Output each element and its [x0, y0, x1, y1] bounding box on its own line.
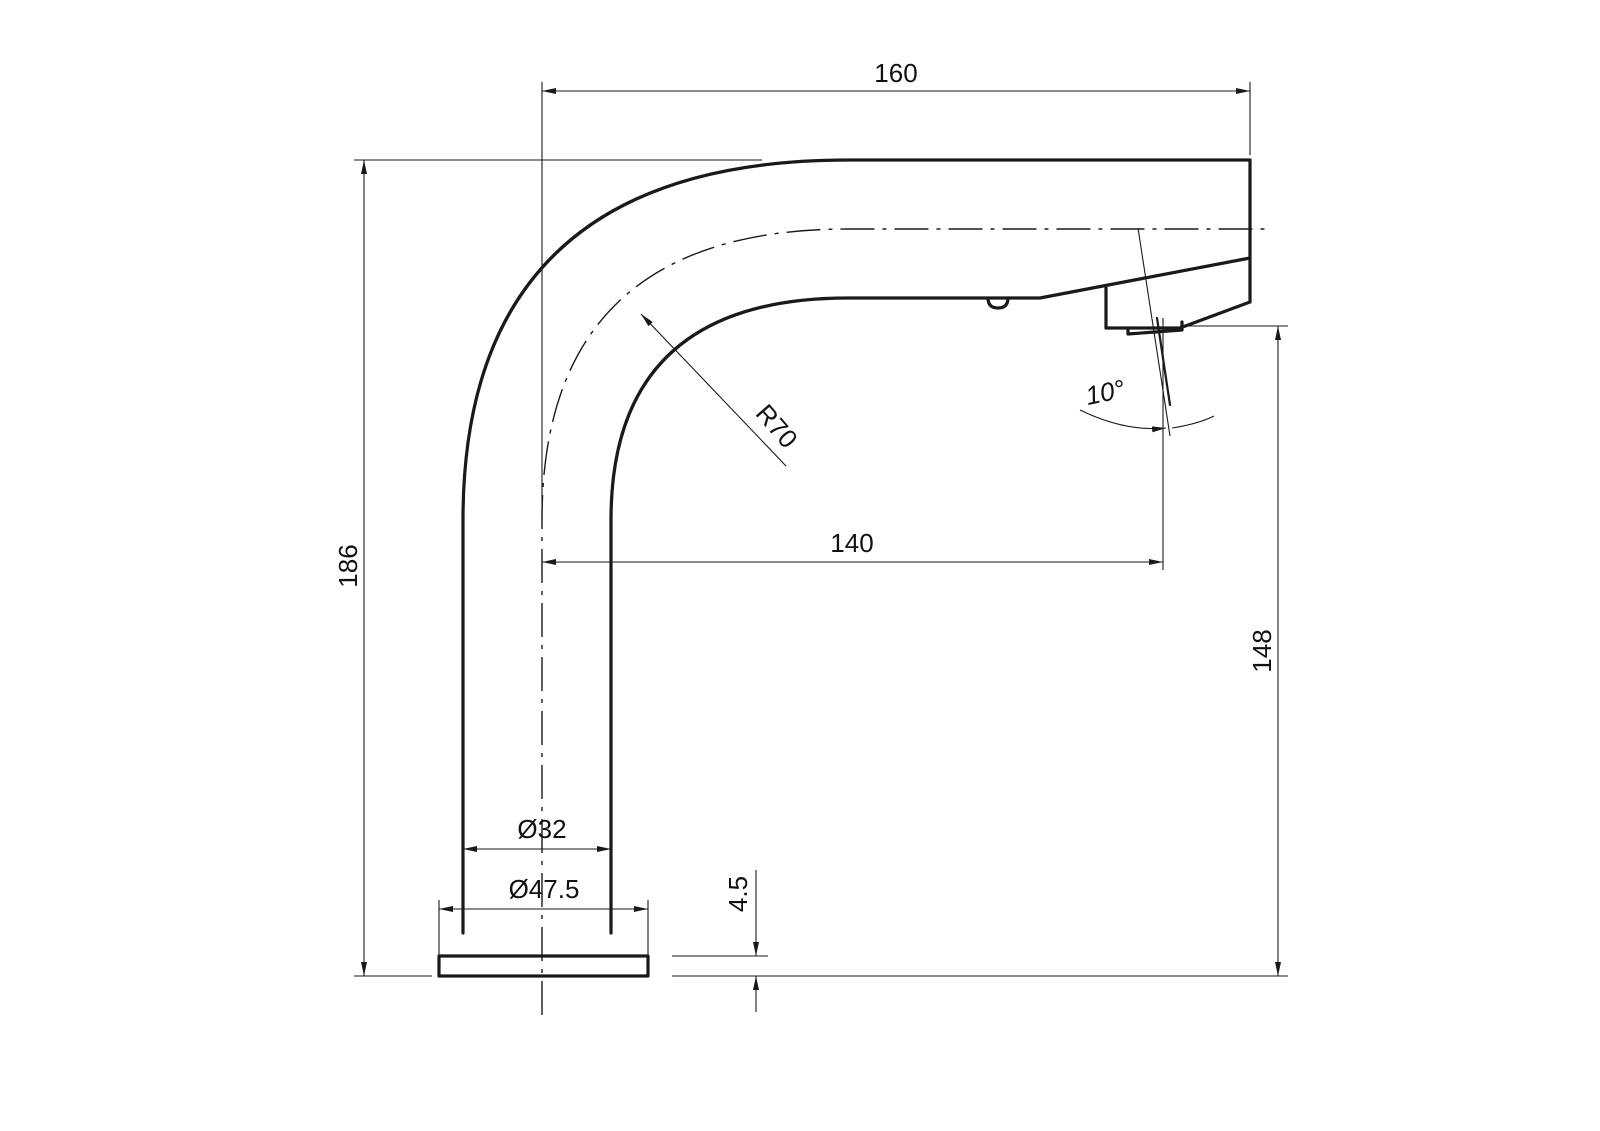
outlet-axis: [1137, 227, 1171, 437]
outlet-angle-label: 10°: [1083, 373, 1128, 411]
dim-projection: 140: [542, 318, 1164, 570]
aerator: [1104, 286, 1252, 330]
bend-radius-label: R70: [750, 398, 804, 454]
dim-outlet-angle: 10°: [1079, 373, 1215, 433]
dim-spout-height: 148: [672, 325, 1288, 977]
base-plate: [437, 954, 650, 978]
dim-tube-diameter: Ø32: [463, 814, 611, 852]
overall-height-label: 186: [333, 544, 363, 587]
spout-height-label: 148: [1247, 629, 1277, 672]
dim-base-thickness: 4.5: [672, 870, 768, 1012]
dim-base-diameter: Ø47.5: [438, 874, 649, 956]
projection-label: 140: [830, 528, 873, 558]
tube-diameter-label: Ø32: [517, 814, 566, 844]
spout-outer-edge: [461, 158, 1252, 935]
base-thickness-label: 4.5: [723, 876, 753, 912]
base-diameter-label: Ø47.5: [509, 874, 580, 904]
dim-overall-height: 186: [333, 159, 762, 977]
sensor-nub: [986, 296, 1010, 310]
overall-width-label: 160: [874, 58, 917, 88]
centre-lines: [541, 227, 1270, 1015]
spout-inner-edge: [609, 256, 1252, 935]
spout-centreline: [541, 228, 1270, 1015]
faucet-outline: [437, 158, 1252, 978]
dim-bend-radius: R70: [640, 313, 804, 467]
dim-overall-width: 160: [541, 58, 1251, 520]
